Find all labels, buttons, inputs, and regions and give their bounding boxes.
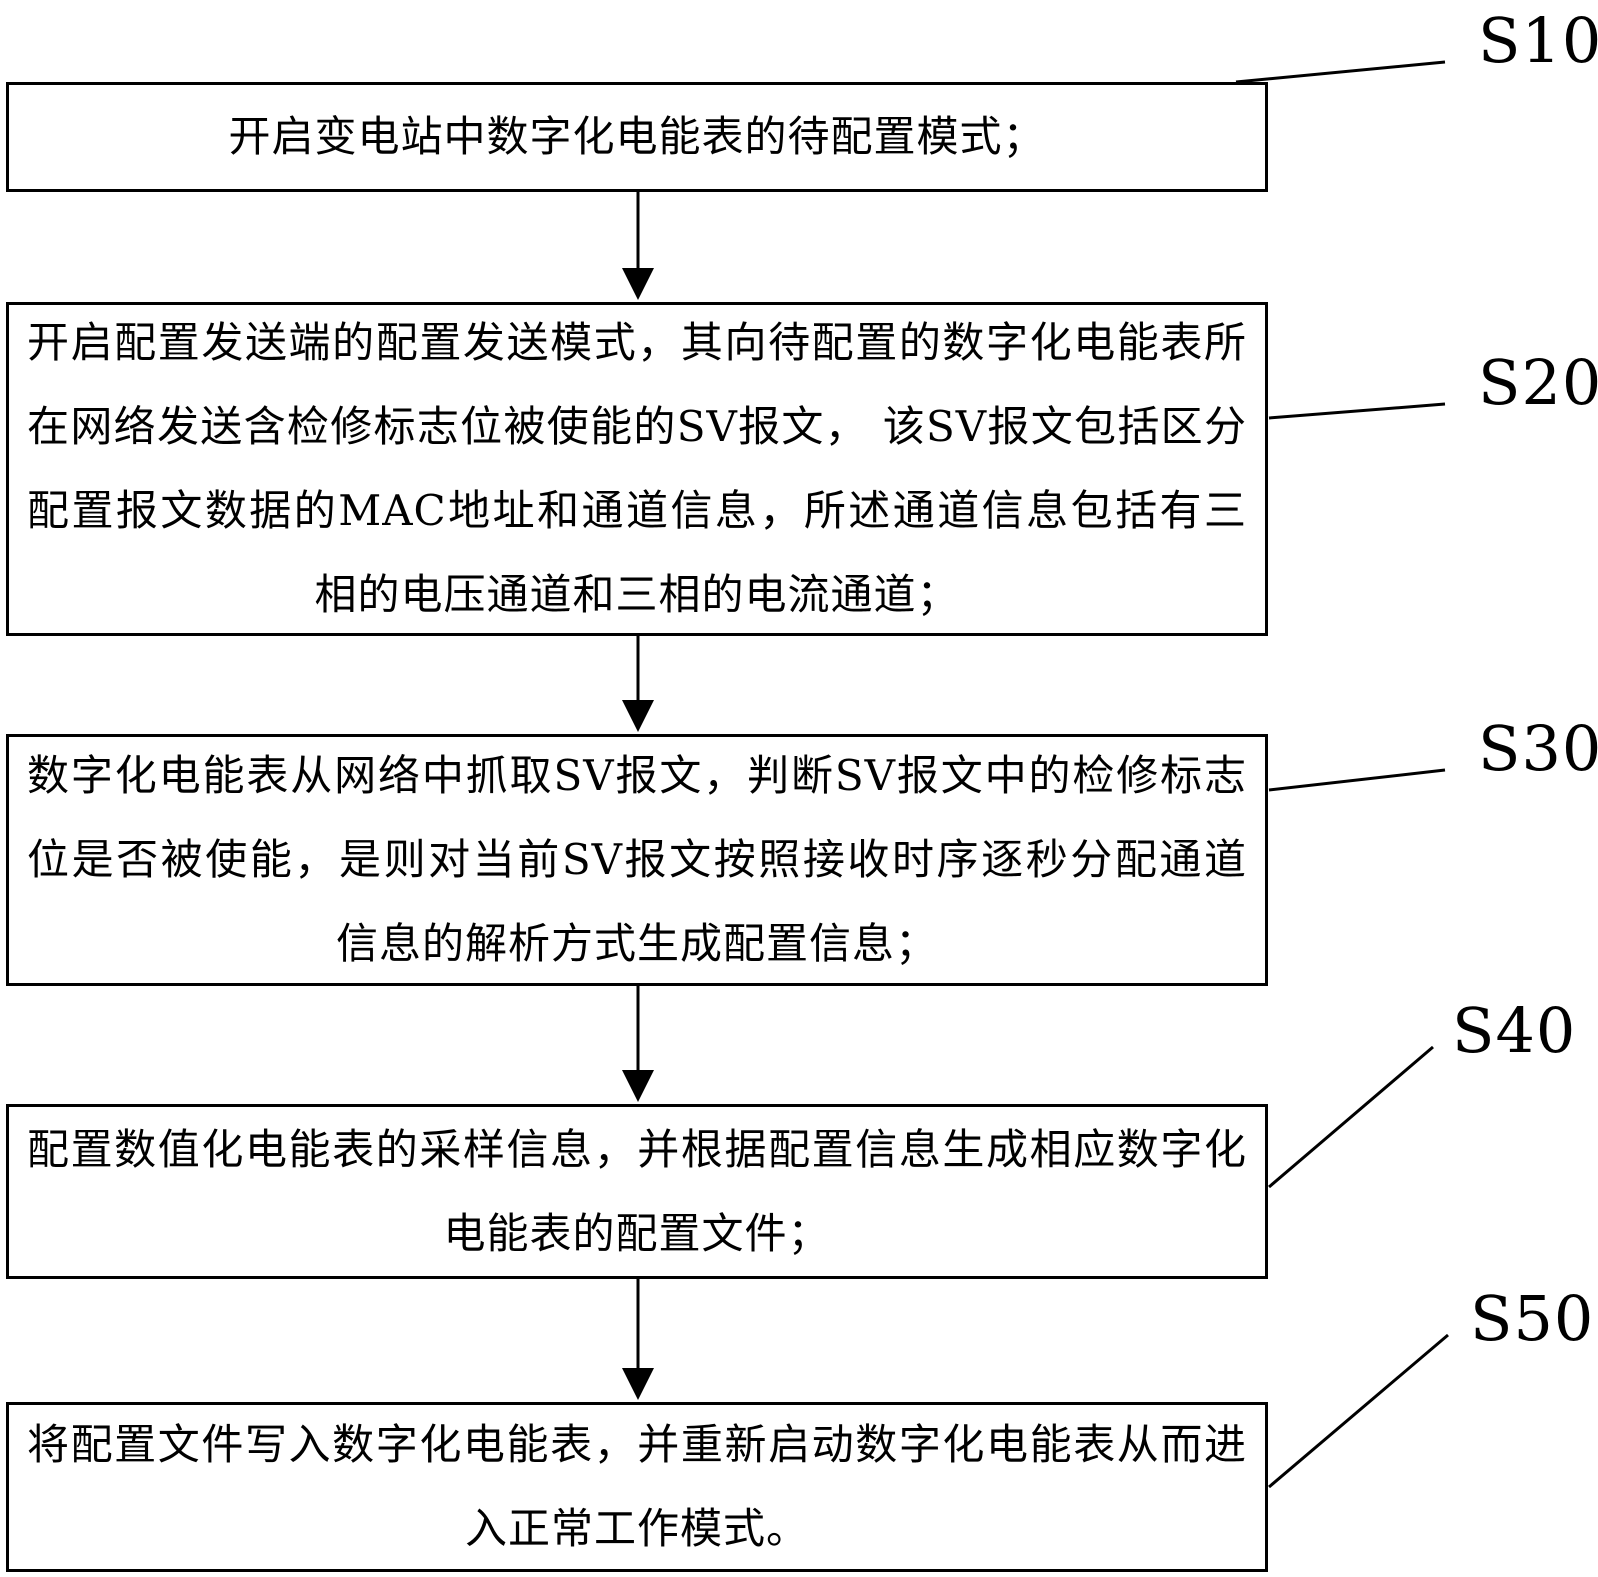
leader-line-s10 [1235, 60, 1446, 84]
step-label-s30: S30 [1478, 712, 1598, 785]
step-label-s40: S40 [1452, 994, 1577, 1067]
step-text-s30: 数字化电能表从网络中抓取SV报文，判断SV报文中的检修标志位是否被使能，是则对当… [27, 751, 1247, 968]
step-box-s20: 开启配置发送端的配置发送模式，其向待配置的数字化电能表所在网络发送含检修标志位被… [6, 302, 1268, 636]
arrow-s40-s50 [622, 1279, 654, 1400]
step-text-s10: 开启变电站中数字化电能表的待配置模式； [228, 112, 1046, 161]
step-text-s50: 将配置文件写入数字化电能表，并重新启动数字化电能表从而进入正常工作模式。 [27, 1420, 1247, 1553]
leader-line-s50 [1268, 1333, 1449, 1489]
step-label-s10: S10 [1478, 4, 1598, 77]
leader-line-s20 [1268, 402, 1446, 420]
arrow-s30-s40 [622, 986, 654, 1102]
step-label-s50: S50 [1470, 1282, 1595, 1355]
step-text-s20: 开启配置发送端的配置发送模式，其向待配置的数字化电能表所在网络发送含检修标志位被… [27, 318, 1247, 619]
step-box-s30: 数字化电能表从网络中抓取SV报文，判断SV报文中的检修标志位是否被使能，是则对当… [6, 734, 1268, 986]
leader-line-s30 [1268, 768, 1446, 792]
step-box-s40: 配置数值化电能表的采样信息，并根据配置信息生成相应数字化电能表的配置文件； [6, 1104, 1268, 1279]
step-box-s50: 将配置文件写入数字化电能表，并重新启动数字化电能表从而进入正常工作模式。 [6, 1402, 1268, 1572]
step-text-s40: 配置数值化电能表的采样信息，并根据配置信息生成相应数字化电能表的配置文件； [27, 1124, 1247, 1258]
step-label-s20: S20 [1478, 346, 1598, 419]
arrow-s10-s20 [622, 192, 654, 300]
leader-line-s40 [1268, 1045, 1434, 1189]
step-box-s10: 开启变电站中数字化电能表的待配置模式； [6, 82, 1268, 192]
arrow-s20-s30 [622, 636, 654, 732]
